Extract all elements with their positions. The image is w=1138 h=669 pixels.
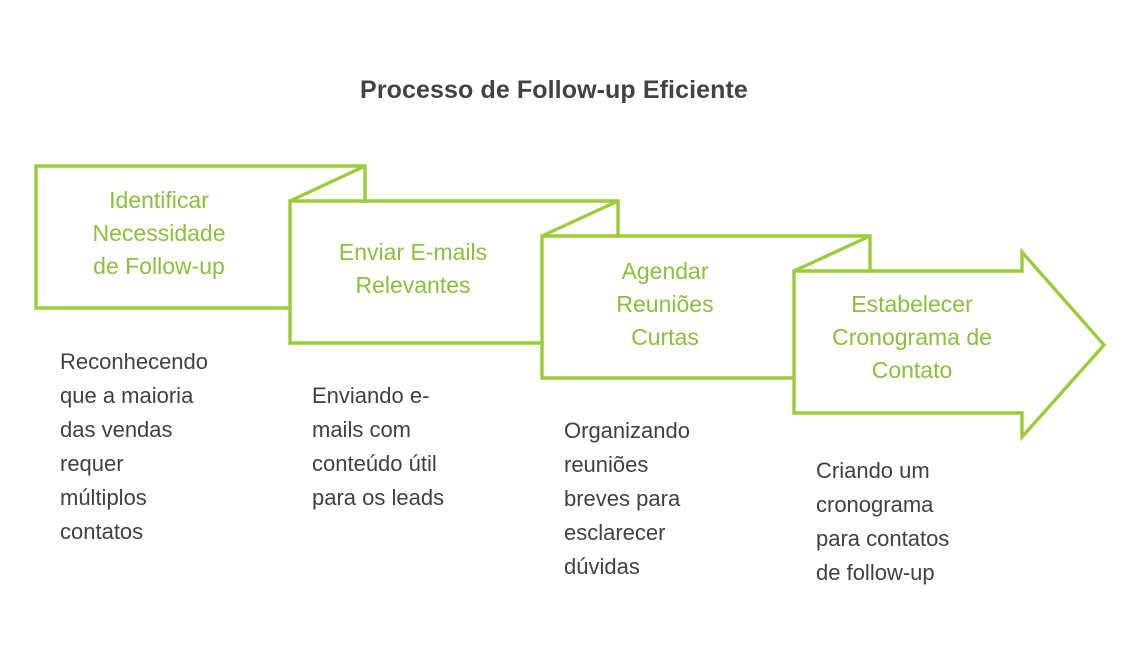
step-heading-2: Enviar E-mails Relevantes <box>338 239 488 298</box>
chevron-shape-step-4-arrow <box>792 247 1107 442</box>
chevron-fold-step-1 <box>289 164 366 203</box>
step-description-4: Criando um cronograma para contatos de f… <box>816 458 950 585</box>
step-heading-3: Agendar Reuniões Curtas <box>616 258 714 350</box>
step-heading-4: Estabelecer Cronograma de Contato <box>832 291 992 383</box>
step-description-3: Organizando reuniões breves para esclare… <box>564 418 690 579</box>
page-title: Processo de Follow-up Eficiente <box>360 76 748 104</box>
step-description-2: Enviando e- mails com conteúdo útil para… <box>312 383 445 510</box>
step-description-1: Reconhecendo que a maioria das vendas re… <box>60 349 209 544</box>
chevron-fold-step-3 <box>793 234 871 273</box>
chevron-fold-step-2 <box>541 199 619 238</box>
step-heading-1: Identificar Necessidade de Follow-up <box>92 187 226 279</box>
